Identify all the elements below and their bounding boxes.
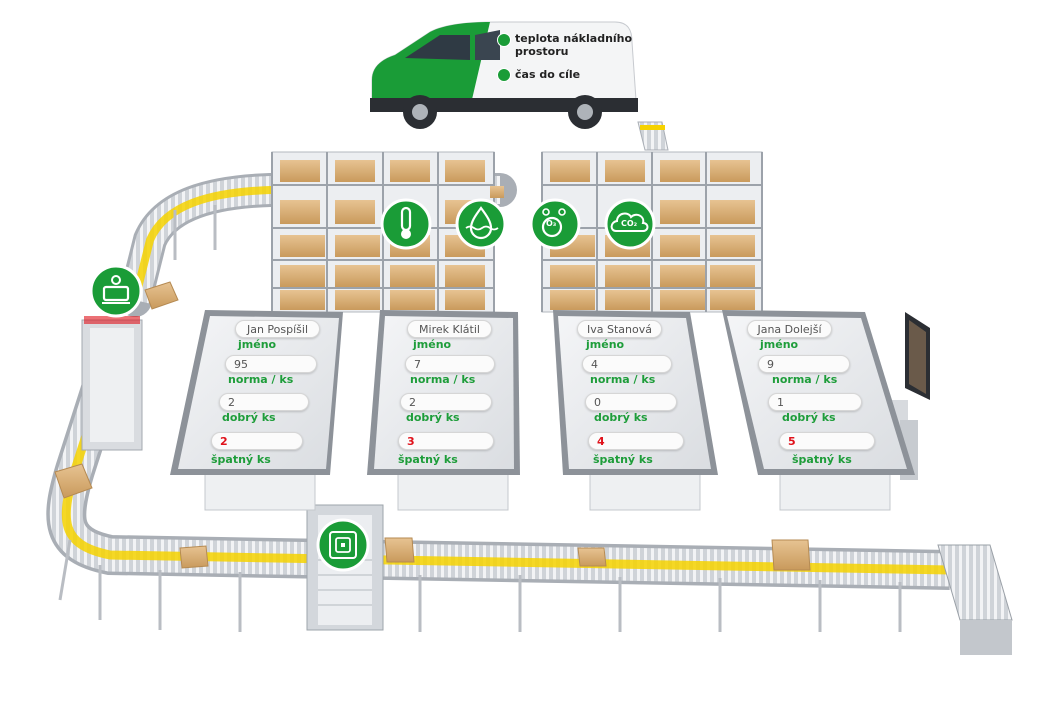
bad-count-field[interactable]: 4: [588, 432, 684, 450]
norma-field[interactable]: 95: [225, 355, 317, 373]
good-count-field[interactable]: 1: [768, 393, 862, 411]
warehouse-shelving: [271, 151, 763, 313]
field-label: dobrý ks: [782, 411, 836, 424]
weighing-gate: [81, 316, 143, 451]
humidity-icon: [455, 198, 507, 250]
van-label-temperature: teplota nákladního prostoru: [515, 32, 632, 58]
field-label: špatný ks: [792, 453, 852, 466]
parcel-box: [54, 463, 93, 499]
parcel-box: [144, 281, 179, 310]
sensor-badges: [89, 198, 656, 572]
norma-field[interactable]: 4: [582, 355, 672, 373]
delivery-van: [370, 21, 638, 129]
field-label: jméno: [586, 338, 625, 351]
ozone-icon: [529, 198, 581, 250]
parcels: [54, 186, 811, 571]
field-label: norma / ks: [772, 373, 838, 386]
parcel-box: [490, 186, 504, 198]
thermometer-icon: [497, 33, 511, 47]
field-label: špatný ks: [211, 453, 271, 466]
field-label: dobrý ks: [406, 411, 460, 424]
worker-name-field[interactable]: Mirek Klátil: [407, 320, 492, 338]
thermometer-icon: [380, 198, 432, 250]
van-label-eta: čas do cíle: [515, 68, 581, 81]
rfid-chip-icon: [316, 518, 370, 572]
ozone-label: O₃: [546, 219, 557, 228]
field-label: norma / ks: [228, 373, 294, 386]
field-label: jméno: [760, 338, 799, 351]
good-count-field[interactable]: 2: [400, 393, 492, 411]
scale-icon: [89, 264, 143, 318]
worker-name-field[interactable]: Jana Dolejší: [747, 320, 832, 338]
co2-icon: [604, 198, 656, 250]
norma-field[interactable]: 7: [405, 355, 495, 373]
bad-count-field[interactable]: 2: [211, 432, 303, 450]
field-label: špatný ks: [398, 453, 458, 466]
field-label: jméno: [238, 338, 277, 351]
worker-name-field[interactable]: Jan Pospíšil: [235, 320, 320, 338]
good-count-field[interactable]: 0: [585, 393, 677, 411]
field-label: dobrý ks: [594, 411, 648, 424]
parcel-box: [577, 547, 607, 567]
van-label-line: teplota nákladního: [515, 32, 633, 45]
good-count-field[interactable]: 2: [219, 393, 309, 411]
parcel-box: [179, 545, 209, 569]
van-label-line: prostoru: [515, 45, 569, 58]
field-label: dobrý ks: [222, 411, 276, 424]
clock-icon: [497, 68, 511, 82]
worker-name-field[interactable]: Iva Stanová: [577, 320, 662, 338]
parcel-box: [384, 537, 415, 563]
bad-count-field[interactable]: 5: [779, 432, 875, 450]
field-label: norma / ks: [410, 373, 476, 386]
co2-label: CO₂: [621, 219, 638, 228]
field-label: norma / ks: [590, 373, 656, 386]
norma-field[interactable]: 9: [758, 355, 850, 373]
field-label: špatný ks: [593, 453, 653, 466]
parcel-box: [771, 539, 811, 571]
bad-count-field[interactable]: 3: [398, 432, 494, 450]
field-label: jméno: [413, 338, 452, 351]
